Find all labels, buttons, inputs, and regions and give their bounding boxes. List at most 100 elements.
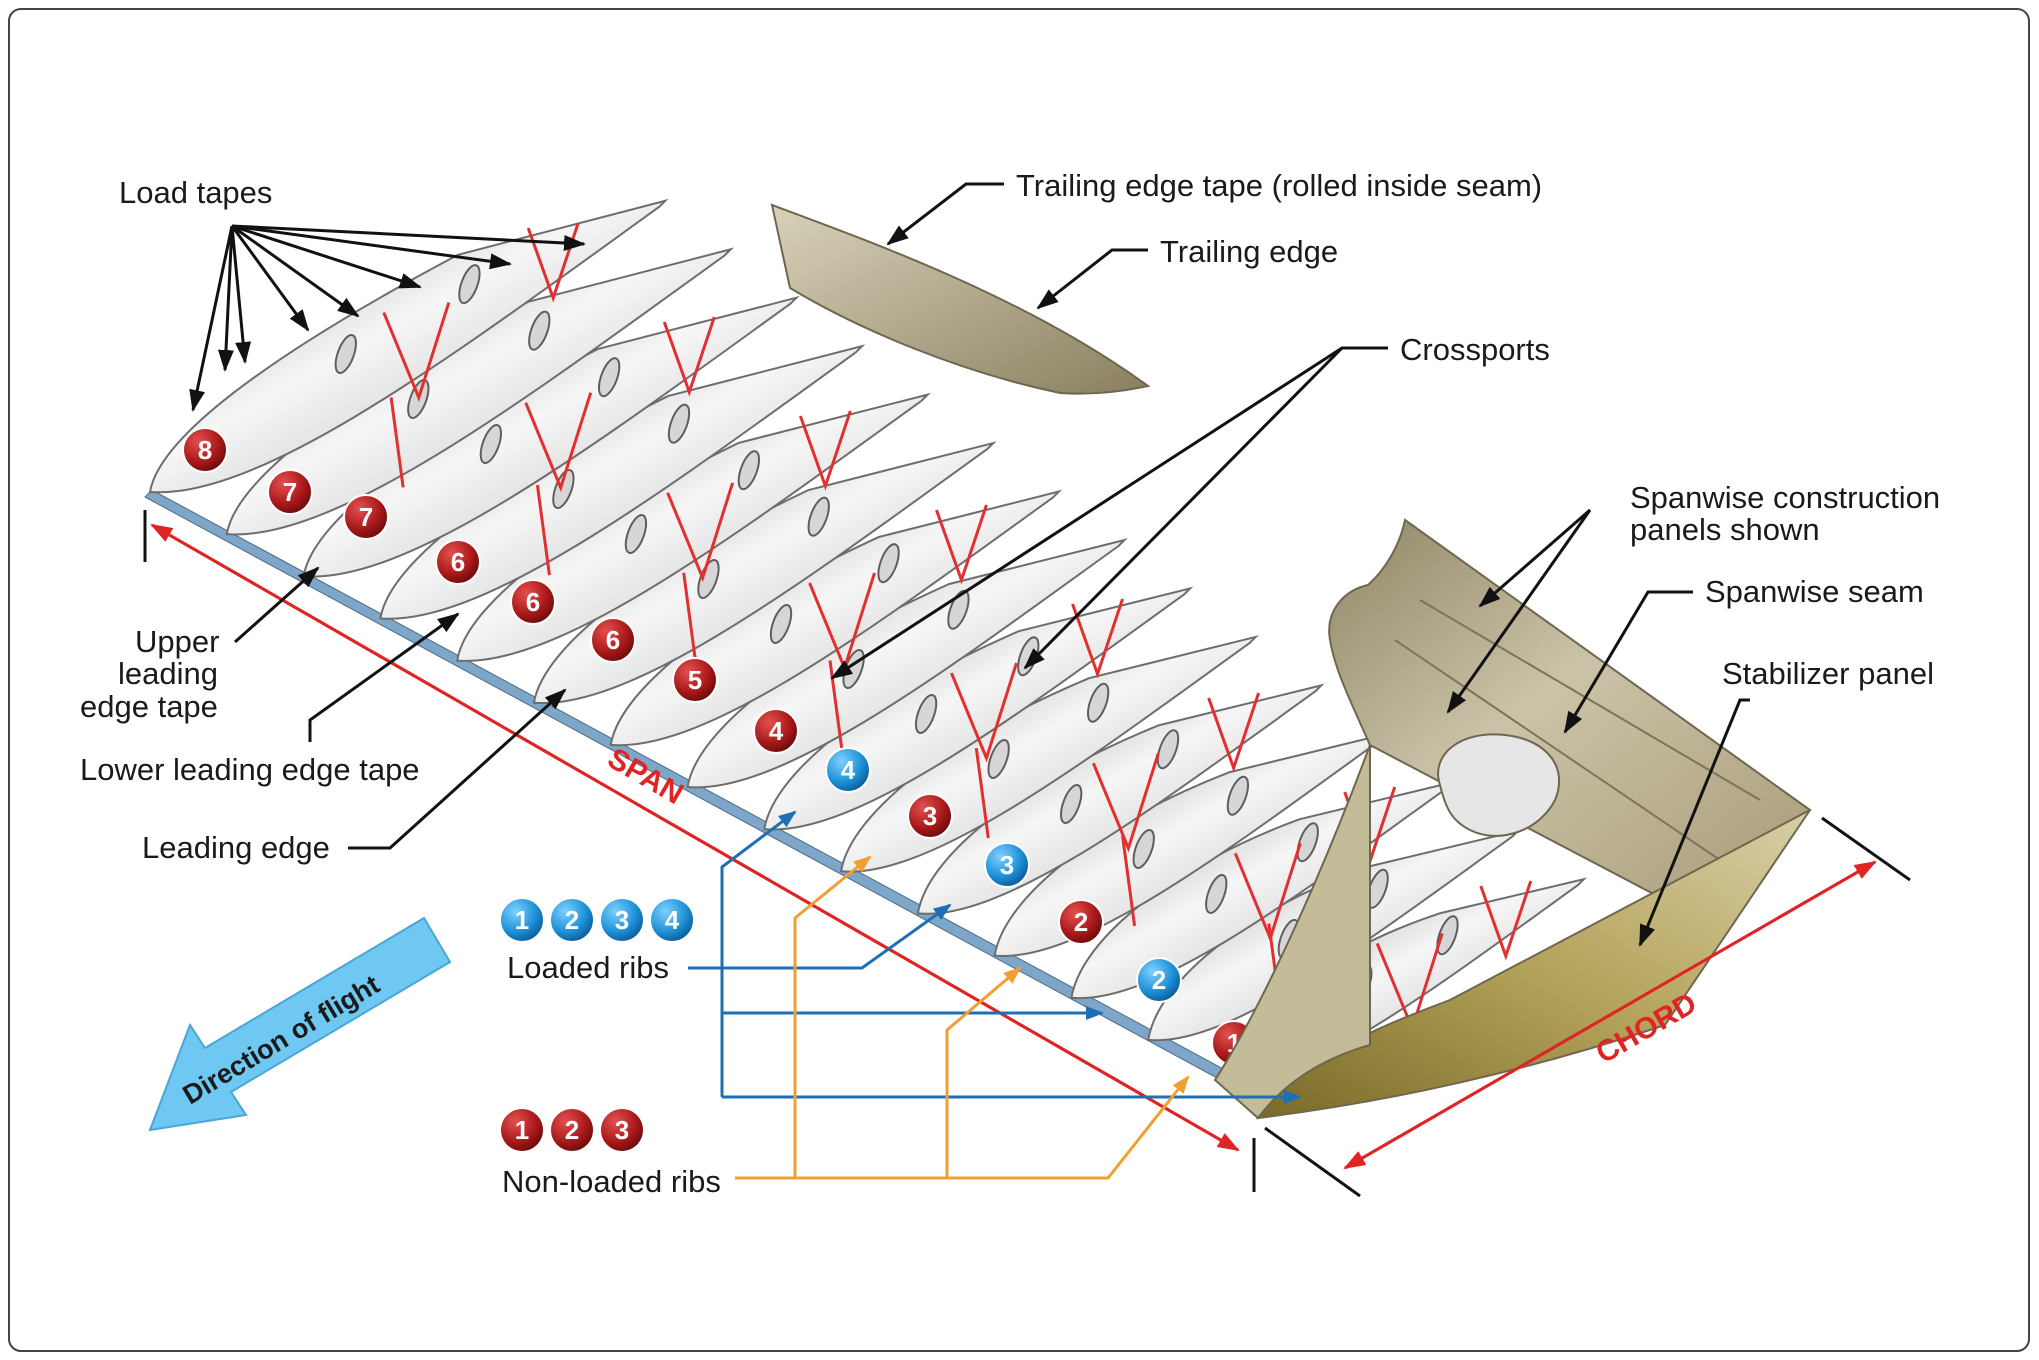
svg-text:1: 1 xyxy=(515,905,529,935)
crossport-hole xyxy=(737,450,761,491)
rib-profile xyxy=(379,344,866,620)
rib-profile xyxy=(455,392,931,662)
load-tape xyxy=(662,316,716,397)
non-loaded-rib-number: 4 xyxy=(753,708,799,754)
crossport-hole xyxy=(624,514,648,555)
svg-text:4: 4 xyxy=(769,716,784,746)
stabilizer-panel-label: Stabilizer panel xyxy=(1722,656,1934,691)
svg-text:2: 2 xyxy=(565,1115,579,1145)
load-tape xyxy=(798,410,852,491)
svg-text:8: 8 xyxy=(198,435,212,465)
spanwise-seam-line xyxy=(1394,639,1721,861)
load-tape xyxy=(1233,842,1302,943)
crossport-hole xyxy=(987,738,1010,779)
lower-le-tape-label: Lower leading edge tape xyxy=(80,752,420,787)
spanwise-construction-panel xyxy=(1328,518,1812,902)
wing-illustration: 877666543214321 xyxy=(144,198,1812,1120)
load-tape xyxy=(524,392,593,493)
upper-le-tape-label-1: Upper xyxy=(135,624,219,659)
spanwise-construction-label-2: panels shown xyxy=(1630,512,1820,547)
rib-profile xyxy=(609,489,1063,747)
load-tape xyxy=(935,504,988,585)
crossport-hole xyxy=(914,693,938,734)
svg-text:6: 6 xyxy=(526,587,540,617)
crossport-hole xyxy=(458,264,481,305)
load-tape xyxy=(1121,835,1137,927)
load-tapes-label: Load tapes xyxy=(119,175,272,210)
svg-text:5: 5 xyxy=(688,665,702,695)
crossport-hole xyxy=(1060,783,1083,824)
svg-text:7: 7 xyxy=(359,502,373,532)
legend-loaded-rib: 1 xyxy=(499,897,545,943)
svg-text:3: 3 xyxy=(615,905,629,935)
load-tape xyxy=(1479,880,1533,961)
load-tape xyxy=(1207,692,1261,773)
crossport-hole xyxy=(552,469,575,510)
crossport-cutout xyxy=(1437,733,1561,837)
trailing-edge-tape-leader xyxy=(886,182,1004,246)
svg-text:3: 3 xyxy=(923,801,937,831)
spanwise-seam-leader xyxy=(1563,590,1693,734)
load-tape xyxy=(382,302,451,402)
load-tape xyxy=(535,484,551,576)
lower-le-tape-leader xyxy=(308,612,460,742)
trailing-edge-label: Trailing edge xyxy=(1160,234,1338,269)
svg-text:4: 4 xyxy=(665,905,680,935)
non-loaded-rib-number: 3 xyxy=(907,793,953,839)
spanwise-construction-label-1: Spanwise construction xyxy=(1630,480,1940,515)
upper-le-tape-leader xyxy=(234,566,320,644)
trailing-edge-fabric xyxy=(770,203,1151,395)
leading-edge-label: Leading edge xyxy=(142,830,330,865)
crossport-hole xyxy=(479,424,503,465)
non-loaded-rib-number: 2 xyxy=(1058,899,1104,945)
svg-text:2: 2 xyxy=(1074,907,1088,937)
legend-loaded-rib: 2 xyxy=(549,897,595,943)
trailing-edge-tape-label: Trailing edge tape (rolled inside seam) xyxy=(1016,168,1542,203)
non-loaded-rib-number: 6 xyxy=(510,579,556,625)
loaded-rib-number: 4 xyxy=(825,747,871,793)
svg-text:4: 4 xyxy=(841,755,856,785)
svg-text:6: 6 xyxy=(451,547,465,577)
crossport-hole xyxy=(1296,822,1319,863)
load-tape xyxy=(666,482,735,583)
crossport-hole xyxy=(1086,682,1110,723)
crossport-hole xyxy=(807,496,830,537)
loaded-rib-number: 2 xyxy=(1136,957,1182,1003)
load-tape xyxy=(1071,598,1124,679)
load-tapes-leaders xyxy=(189,224,586,412)
legend-loaded-rib: 4 xyxy=(649,897,695,943)
crossport-hole xyxy=(1132,828,1155,869)
rib-profile xyxy=(225,247,735,536)
crossport-hole xyxy=(528,310,551,351)
crossport-hole xyxy=(334,334,357,375)
svg-text:2: 2 xyxy=(1152,965,1166,995)
legend-non-loaded-rib: 3 xyxy=(599,1107,645,1153)
rib-profile xyxy=(148,198,669,494)
crossport-hole xyxy=(877,543,900,584)
stabilizer-underside xyxy=(1213,744,1371,1120)
spanwise-construction-leaders xyxy=(1446,508,1592,714)
crossport-hole xyxy=(1226,775,1250,816)
spanwise-seam-label: Spanwise seam xyxy=(1705,574,1924,609)
crossport-hole xyxy=(667,403,691,444)
crossports-label: Crossports xyxy=(1400,332,1550,367)
non-loaded-rib-number: 7 xyxy=(267,469,313,515)
crossport-hole xyxy=(1436,915,1459,956)
non-loaded-rib-number: 5 xyxy=(672,657,718,703)
svg-text:1: 1 xyxy=(515,1115,529,1145)
loaded-rib-leaders xyxy=(688,810,1302,1104)
load-tape xyxy=(974,747,990,839)
non-loaded-rib-leaders xyxy=(735,855,1190,1180)
load-tape xyxy=(682,572,698,664)
legend-non-loaded-rib: 1 xyxy=(499,1107,545,1153)
upper-le-tape-label-2: leading xyxy=(118,656,218,691)
svg-text:6: 6 xyxy=(606,625,620,655)
svg-text:3: 3 xyxy=(615,1115,629,1145)
non-loaded-rib-number: 6 xyxy=(590,617,636,663)
non-loaded-rib-number: 7 xyxy=(343,494,389,540)
non-loaded-rib-number: 8 xyxy=(182,427,228,473)
load-tape xyxy=(389,397,405,488)
svg-text:3: 3 xyxy=(1000,850,1014,880)
